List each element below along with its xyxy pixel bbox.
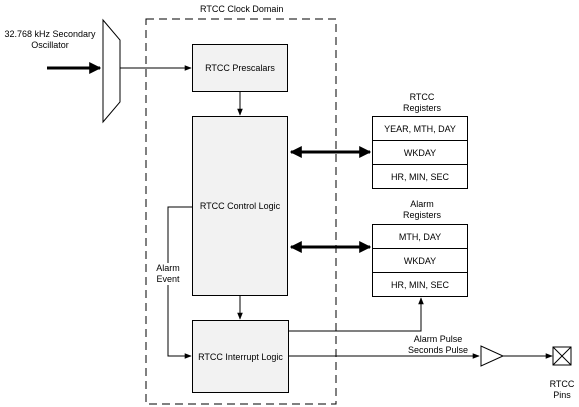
rtcc-interrupt-logic-label: RTCC Interrupt Logic: [198, 351, 283, 362]
alarm-pulse-label: Alarm Pulse: [413, 334, 463, 344]
rtcc-pins-label: RTCC Pins: [540, 379, 579, 401]
rtcc-register-hr-min-sec: HR, MIN, SEC: [372, 164, 468, 189]
oscillator-label-line2: Oscillator: [31, 40, 69, 50]
rtcc-interrupt-logic-block: RTCC Interrupt Logic: [192, 320, 289, 393]
alarm-register-wkday: WKDAY: [372, 248, 468, 273]
rtcc-control-logic-block: RTCC Control Logic: [192, 116, 288, 296]
interrupt-to-alarm-registers-path: [289, 297, 424, 332]
alarm-registers-title-line2: Registers: [402, 210, 441, 220]
oscillator-label: 32.768 kHz Secondary Oscillator: [0, 29, 100, 51]
oscillator-label-line1: 32.768 kHz Secondary: [4, 29, 96, 39]
rtcc-registers-title: RTCC Registers: [386, 92, 458, 114]
output-buffer-triangle: [480, 345, 505, 367]
alarm-register-hr-min-sec: HR, MIN, SEC: [372, 272, 468, 297]
alarm-registers-title-line1: Alarm: [410, 199, 434, 209]
rtcc-pins-line1: RTCC: [549, 379, 575, 389]
rtcc-control-logic-label: RTCC Control Logic: [199, 201, 281, 211]
rtcc-pin-icon: [552, 346, 572, 366]
output-pulse-label: Alarm Pulse Seconds Pulse: [398, 334, 478, 356]
alarm-register-mth-day: MTH, DAY: [372, 224, 468, 249]
seconds-pulse-label: Seconds Pulse: [407, 345, 469, 355]
rtcc-pins-line2: Pins: [553, 390, 571, 400]
rtcc-register-wkday: WKDAY: [372, 140, 468, 165]
alarm-event-line1: Alarm: [156, 263, 180, 273]
rtcc-prescalers-block: RTCC Prescalars: [192, 44, 288, 92]
rtcc-registers-title-line1: RTCC: [409, 92, 435, 102]
clock-domain-boundary: [145, 18, 337, 405]
rtcc-registers-title-line2: Registers: [402, 103, 441, 113]
oscillator-mux-shape: [102, 18, 121, 124]
alarm-registers-title: Alarm Registers: [386, 199, 458, 221]
alarm-event-label: Alarm Event: [150, 263, 186, 285]
clock-domain-title: RTCC Clock Domain: [200, 4, 284, 14]
rtcc-register-year-mth-day: YEAR, MTH, DAY: [372, 116, 468, 141]
alarm-event-line2: Event: [156, 274, 180, 284]
rtcc-prescalers-label: RTCC Prescalars: [205, 63, 275, 73]
